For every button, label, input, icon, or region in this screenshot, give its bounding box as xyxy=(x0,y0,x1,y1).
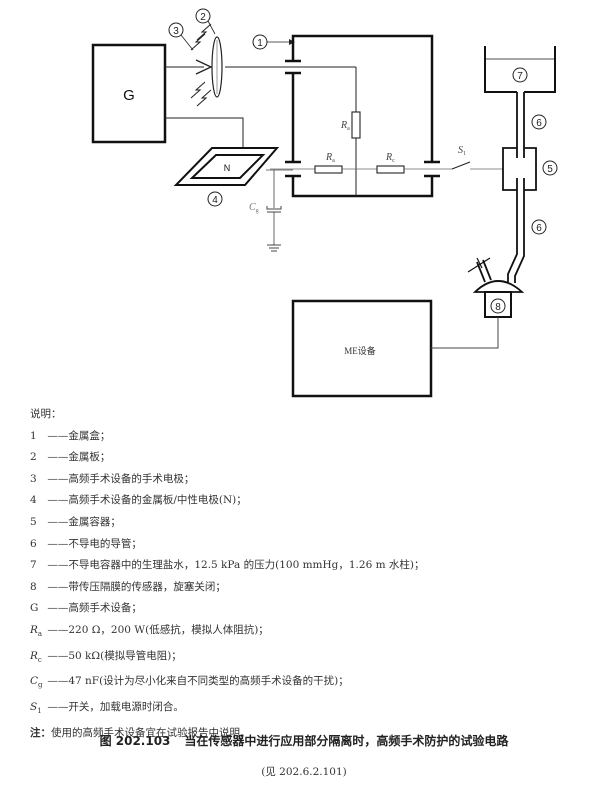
legend-key: 2 xyxy=(30,451,37,464)
hf-surgical-generator: G xyxy=(91,43,167,144)
non-conductive-tube-lower xyxy=(507,178,525,283)
svg-text:5: 5 xyxy=(547,164,553,175)
cg-label: Cg xyxy=(249,202,259,214)
neutral-label: N xyxy=(224,163,231,173)
legend-note: 注：使用的高频手术设备宜在试验报告中说明。 xyxy=(30,723,590,745)
saline-container xyxy=(484,46,556,93)
svg-text:6: 6 xyxy=(536,223,542,234)
callout-6-upper: 6 xyxy=(531,114,547,130)
legend-key: Cg xyxy=(30,675,43,690)
legend-item: 6 ——不导电的导管； xyxy=(30,534,590,556)
legend-item: 4 ——高频手术设备的金属板/中性电极(N)； xyxy=(30,490,590,512)
switch-s1: S1 xyxy=(451,145,503,170)
metal-container xyxy=(502,147,537,191)
svg-text:6: 6 xyxy=(536,118,542,129)
metal-box xyxy=(285,34,440,198)
legend-text: ——金属板； xyxy=(47,451,111,464)
callout-1: 1 xyxy=(252,34,295,50)
transducer-cable xyxy=(431,317,499,349)
legend-text: ——不导电的导管； xyxy=(47,537,142,550)
active-electrode-lead xyxy=(165,59,357,112)
ra-label-vertical: Ra xyxy=(340,120,350,132)
resistor-rc xyxy=(376,165,405,174)
legend-item: S1 ——开关，加载电源时闭合。 xyxy=(30,697,590,723)
generator-label: G xyxy=(123,87,135,104)
test-circuit-diagram: G 3 2 1 xyxy=(91,8,558,398)
legend-item: Rc ——50 kΩ(模拟导管电阻)； xyxy=(30,646,590,672)
legend-item: 7 ——不导电容器中的生理盐水，12.5 kPa 的压力(100 mmHg，1.… xyxy=(30,555,590,577)
rc-label: Rc xyxy=(385,152,395,164)
figure-number: 图 202.103 xyxy=(99,734,171,748)
callout-4: 4 xyxy=(207,191,223,207)
spark-icon xyxy=(190,23,212,107)
legend-item: 2 ——金属板； xyxy=(30,447,590,469)
legend-item: 5 ——金属容器； xyxy=(30,512,590,534)
legend-title: 说明： xyxy=(30,408,62,420)
legend-text: ——带传压隔膜的传感器，旋塞关闭； xyxy=(47,580,226,593)
resistor-ra-vertical: Ra xyxy=(340,111,361,196)
svg-text:4: 4 xyxy=(212,195,218,206)
legend-text: ——不导电容器中的生理盐水，12.5 kPa 的压力(100 mmHg，1.26… xyxy=(47,559,425,572)
svg-text:2: 2 xyxy=(200,12,206,23)
callout-5: 5 xyxy=(542,160,558,176)
legend-text: ——金属盒； xyxy=(47,429,111,442)
neutral-electrode-plate: N xyxy=(173,147,280,186)
legend-key: 3 xyxy=(30,472,37,485)
legend-text: ——高频手术设备的手术电极； xyxy=(47,472,195,485)
callout-7: 7 xyxy=(512,67,528,83)
resistor-ra-horizontal xyxy=(314,165,343,174)
figure-title: 当在传感器中进行应用部分隔离时，高频手术防护的试验电路 xyxy=(184,734,509,748)
legend-key: 6 xyxy=(30,537,37,550)
legend-item: G ——高频手术设备； xyxy=(30,598,590,620)
legend-text: ——50 kΩ(模拟导管电阻)； xyxy=(47,649,182,662)
ground-icon xyxy=(267,244,281,252)
s1-label: S1 xyxy=(458,145,466,157)
note-label: 注： xyxy=(30,726,51,739)
me-equipment-label: ME设备 xyxy=(344,345,376,356)
signal-line: Ra Rc xyxy=(270,152,452,174)
callout-6-lower: 6 xyxy=(531,219,547,235)
callout-3: 3 xyxy=(168,22,194,51)
legend-text: ——47 nF(设计为尽小化来自不同类型的高频手术设备的干扰)； xyxy=(47,675,349,688)
legend-key: 8 xyxy=(30,580,37,593)
figure-reference: (见 202.6.2.101) xyxy=(261,766,347,778)
legend-text: ——220 Ω，200 W(低感抗，模拟人体阻抗)； xyxy=(47,623,269,636)
legend-key: S1 xyxy=(30,701,42,716)
legend-item: 3 ——高频手术设备的手术电极； xyxy=(30,469,590,491)
legend-item: Cg ——47 nF(设计为尽小化来自不同类型的高频手术设备的干扰)； xyxy=(30,671,590,697)
legend-item: 8 ——带传压隔膜的传感器，旋塞关闭； xyxy=(30,577,590,599)
stopcock-handle xyxy=(467,257,491,273)
legend-text: ——高频手术设备的金属板/中性电极(N)； xyxy=(47,494,247,507)
legend-text: ——金属容器； xyxy=(47,515,121,528)
legend-key: 5 xyxy=(30,515,37,528)
non-conductive-tube-upper xyxy=(516,92,525,158)
ra-label-horizontal: Ra xyxy=(325,152,335,164)
note-text: 使用的高频手术设备宜在试验报告中说明。 xyxy=(51,726,251,739)
legend-key: 7 xyxy=(30,559,37,572)
legend-key: G xyxy=(30,602,39,615)
legend: 说明： 1 ——金属盒；2 ——金属板；3 ——高频手术设备的手术电极；4 ——… xyxy=(30,404,590,744)
callout-8: 8 xyxy=(495,302,501,313)
legend-text: ——高频手术设备； xyxy=(47,602,142,615)
svg-text:3: 3 xyxy=(173,26,179,37)
legend-item: Ra ——220 Ω，200 W(低感抗，模拟人体阻抗)； xyxy=(30,620,590,646)
neutral-lead xyxy=(165,117,244,152)
legend-key: 4 xyxy=(30,494,37,507)
figure-caption: 图 202.103 当在传感器中进行应用部分隔离时，高频手术防护的试验电路 xyxy=(0,732,608,749)
pressure-transducer: 8 xyxy=(467,257,525,318)
legend-key: 1 xyxy=(30,429,37,442)
legend-key: Ra xyxy=(30,623,43,639)
legend-text: ——开关，加载电源时闭合。 xyxy=(47,701,184,713)
legend-items: 1 ——金属盒；2 ——金属板；3 ——高频手术设备的手术电极；4 ——高频手术… xyxy=(30,426,590,723)
capacitor-cg: Cg xyxy=(249,169,293,245)
me-equipment: ME设备 xyxy=(291,299,433,398)
svg-text:1: 1 xyxy=(257,38,263,49)
svg-text:7: 7 xyxy=(517,71,523,82)
legend-key: Rc xyxy=(30,649,42,664)
legend-item: 1 ——金属盒； xyxy=(30,426,590,448)
callout-2: 2 xyxy=(195,8,216,35)
